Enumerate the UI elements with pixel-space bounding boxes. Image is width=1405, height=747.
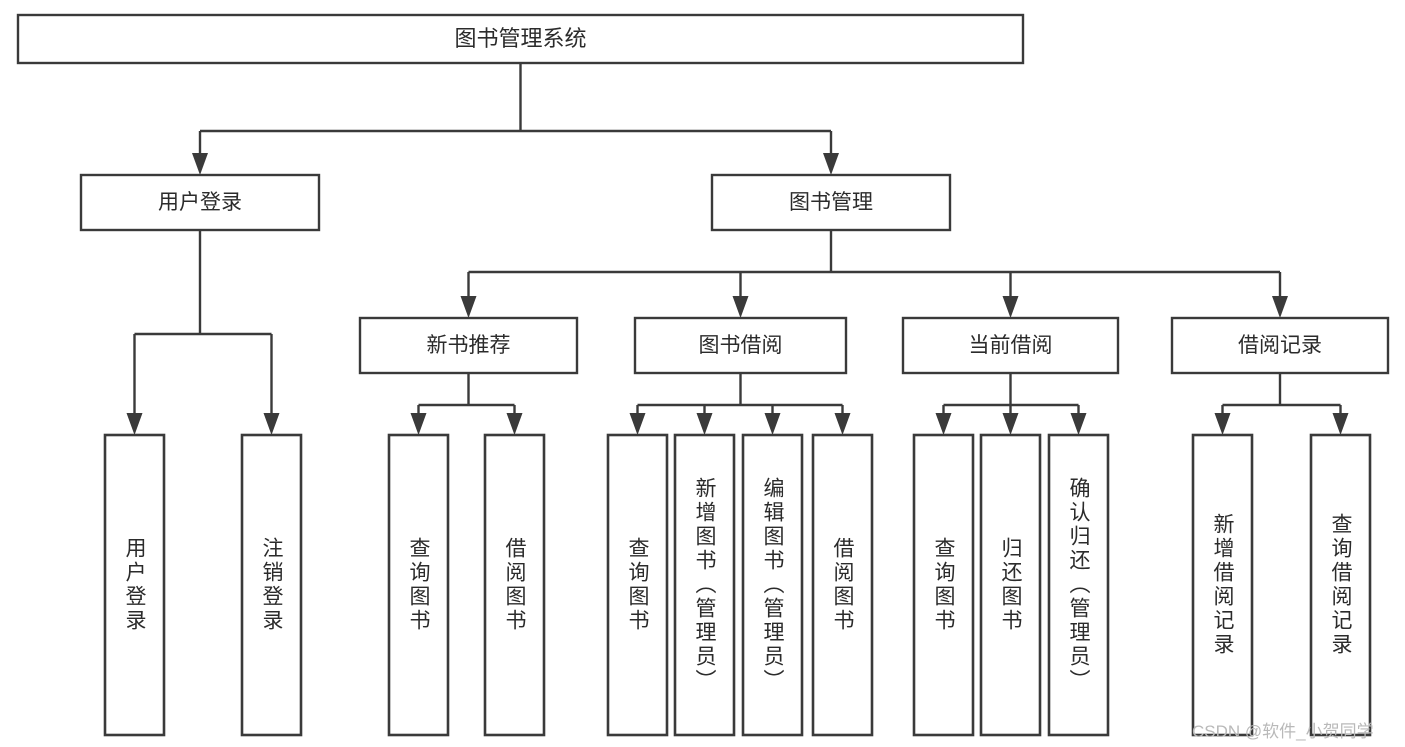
level3-node-0-box <box>358 316 579 375</box>
arrow-user-login-to-leaf-0 <box>126 413 143 435</box>
leaf-node-4[interactable] <box>606 433 669 737</box>
arrow-new-book-rec-to-leaf-0 <box>410 413 427 435</box>
level3-node-1[interactable] <box>633 316 848 375</box>
arrow-root-to-level2-0 <box>192 153 208 175</box>
arrow-current-borrow-to-leaf-1 <box>1002 413 1019 435</box>
leaf-node-5-box <box>673 433 736 737</box>
arrow-new-book-rec-to-leaf-1 <box>506 413 523 435</box>
leaf-node-8[interactable] <box>912 433 975 737</box>
leaf-node-4-box <box>606 433 669 737</box>
leaf-node-3[interactable] <box>483 433 546 737</box>
level3-node-2-label: 当前借阅 <box>969 334 1053 357</box>
level2-node-1-box <box>710 173 952 232</box>
level2-node-0-box <box>79 173 321 232</box>
arrow-current-borrow-to-leaf-2 <box>1070 413 1087 435</box>
arrow-book-mgmt-to-level3-0 <box>460 296 477 318</box>
arrow-root-to-level2-1 <box>823 153 839 175</box>
level3-node-2-box <box>901 316 1120 375</box>
leaf-node-12-box <box>1309 433 1372 737</box>
leaf-node-7[interactable] <box>811 433 874 737</box>
arrow-user-login-to-leaf-1 <box>263 413 280 435</box>
level2-node-1-label: 图书管理 <box>789 191 873 214</box>
arrow-book-mgmt-to-level3-3 <box>1272 296 1288 318</box>
connectors-layer <box>126 63 1349 435</box>
level3-node-0-label: 新书推荐 <box>427 334 511 357</box>
leaf-node-10-box <box>1047 433 1110 737</box>
arrow-book-borrow-to-leaf-2 <box>764 413 781 435</box>
arrow-book-borrow-to-leaf-0 <box>629 413 646 435</box>
level3-node-3-label: 借阅记录 <box>1238 334 1322 357</box>
leaf-node-9[interactable] <box>979 433 1042 737</box>
root-node[interactable] <box>16 13 1025 65</box>
leaf-node-0-box <box>103 433 166 737</box>
level2-node-0-label: 用户登录 <box>158 191 242 214</box>
leaf-node-1[interactable] <box>240 433 303 737</box>
arrow-book-mgmt-to-level3-2 <box>1002 296 1019 318</box>
arrow-book-mgmt-to-level3-1 <box>732 296 749 318</box>
level2-node-1[interactable] <box>710 173 952 232</box>
level3-node-1-label: 图书借阅 <box>699 334 783 357</box>
leaf-node-5[interactable] <box>673 433 736 737</box>
leaf-node-6-box <box>741 433 804 737</box>
root-node-box <box>16 13 1025 65</box>
leaf-node-12[interactable] <box>1309 433 1372 737</box>
leaf-node-10[interactable] <box>1047 433 1110 737</box>
leaf-node-2-box <box>387 433 450 737</box>
level3-node-1-box <box>633 316 848 375</box>
leaf-node-9-box <box>979 433 1042 737</box>
arrow-current-borrow-to-leaf-0 <box>935 413 952 435</box>
leaf-node-0[interactable] <box>103 433 166 737</box>
arrow-borrow-record-to-leaf-0 <box>1214 413 1231 435</box>
leaf-node-11[interactable] <box>1191 433 1254 737</box>
level3-node-2[interactable] <box>901 316 1120 375</box>
leaf-node-7-box <box>811 433 874 737</box>
level3-node-3-box <box>1170 316 1390 375</box>
leaf-node-2[interactable] <box>387 433 450 737</box>
leaf-node-1-box <box>240 433 303 737</box>
leaf-node-6[interactable] <box>741 433 804 737</box>
leaf-node-8-box <box>912 433 975 737</box>
level3-node-3[interactable] <box>1170 316 1390 375</box>
arrow-book-borrow-to-leaf-1 <box>696 413 713 435</box>
leaf-node-3-box <box>483 433 546 737</box>
level2-node-0[interactable] <box>79 173 321 232</box>
root-node-label: 图书管理系统 <box>454 26 586 51</box>
arrow-book-borrow-to-leaf-3 <box>834 413 851 435</box>
arrow-borrow-record-to-leaf-1 <box>1332 413 1349 435</box>
leaf-node-11-box <box>1191 433 1254 737</box>
level3-node-0[interactable] <box>358 316 579 375</box>
